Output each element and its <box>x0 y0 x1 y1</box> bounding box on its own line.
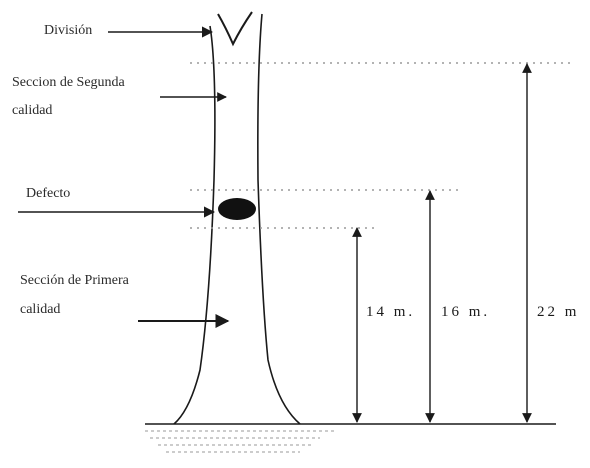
dimension-label-14m: 14 m. <box>366 304 415 320</box>
tree-fork <box>217 11 253 47</box>
first-quality-label-line2: calidad <box>20 302 61 317</box>
dimension-label-16m: 16 m. <box>441 304 490 320</box>
second-quality-label-line2: calidad <box>12 103 53 118</box>
defect-label: Defecto <box>26 186 71 201</box>
ground-hatching <box>145 430 335 453</box>
tree-trunk-right-edge <box>257 13 301 425</box>
tree-trunk-left-edge <box>173 25 216 425</box>
division-label: División <box>44 23 93 38</box>
defect-mark <box>218 198 256 220</box>
first-quality-label-line1: Sección de Primera <box>20 273 129 288</box>
second-quality-label-line1: Seccion de Segunda <box>12 75 125 90</box>
dimension-label-22m: 22 m <box>537 304 579 320</box>
